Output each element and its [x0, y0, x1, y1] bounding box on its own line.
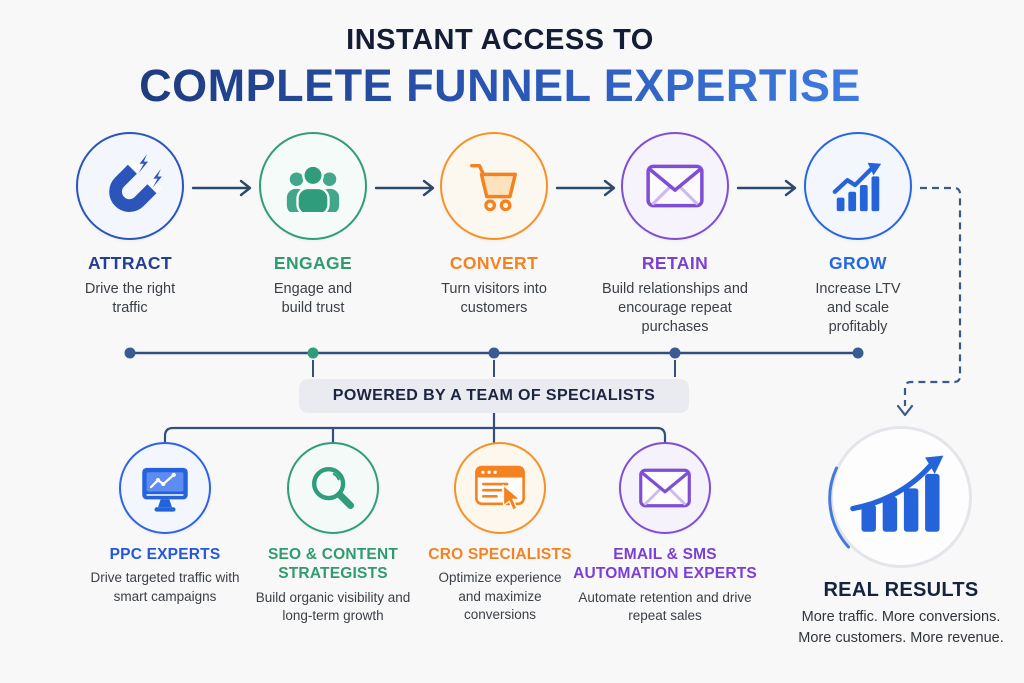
stage-description: Drive the right traffic	[84, 281, 176, 317]
specialist-ppc-experts: PPC EXPERTS Drive targeted traffic with …	[70, 442, 260, 606]
specialist-label: SEO & CONTENT STRATEGISTS	[267, 546, 399, 583]
stage-label: CONVERT	[449, 253, 539, 273]
funnel-stage-convert: CONVERT Turn visitors into customers	[404, 132, 584, 318]
retain-circle	[621, 132, 729, 240]
magnifier-icon	[312, 467, 354, 509]
engage-circle	[259, 132, 367, 240]
page-title: INSTANT ACCESS TO COMPLETE FUNNEL EXPERT…	[0, 24, 1000, 112]
funnel-stage-engage: ENGAGE Engage and build trust	[223, 132, 403, 318]
specialist-cro: CRO SPECIALISTS Optimize experience and …	[405, 442, 595, 624]
email-circle	[619, 442, 711, 534]
browser-cursor-icon	[475, 465, 525, 511]
cro-circle	[454, 442, 546, 534]
growth-chart-icon	[832, 162, 882, 212]
timeline-connector	[124, 347, 864, 377]
people-icon	[286, 164, 340, 212]
stage-label: ENGAGE	[273, 253, 353, 273]
stage-description: Increase LTV and scale profitably	[815, 281, 901, 336]
specialist-description: Build organic visibility and long-term g…	[255, 589, 411, 623]
grow-circle	[804, 132, 912, 240]
magnet-icon	[109, 154, 163, 212]
envelope-icon	[639, 468, 691, 508]
title-line-2: COMPLETE FUNNEL EXPERTISE	[0, 60, 1000, 112]
attract-circle	[76, 132, 184, 240]
stage-label: RETAIN	[641, 253, 709, 273]
title-line-1: INSTANT ACCESS TO	[346, 24, 654, 56]
powered-by-banner: POWERED BY A TEAM OF SPECIALISTS	[299, 379, 689, 413]
specialist-label: PPC EXPERTS	[109, 546, 221, 563]
specialist-seo-content: SEO & CONTENT STRATEGISTS Build organic …	[238, 442, 428, 625]
results-description-line2: More customers. More revenue.	[798, 629, 1004, 646]
results-title: REAL RESULTS	[823, 579, 979, 601]
bar-growth-icon	[850, 455, 944, 532]
stage-description: Turn visitors into customers	[441, 281, 547, 317]
stage-description: Engage and build trust	[273, 281, 353, 317]
stage-description: Build relationships and encourage repeat…	[602, 281, 748, 336]
stage-arrow-icons	[191, 179, 797, 197]
powered-by-label: POWERED BY A TEAM OF SPECIALISTS	[332, 387, 656, 404]
shopping-cart-icon	[470, 163, 518, 212]
ppc-circle	[119, 442, 211, 534]
stage-label: ATTRACT	[87, 253, 173, 273]
real-results-block: REAL RESULTS More traffic. More conversi…	[786, 426, 1016, 648]
specialist-label: CRO SPECIALISTS	[428, 546, 572, 563]
specialist-email-sms: EMAIL & SMS AUTOMATION EXPERTS Automate …	[570, 442, 760, 625]
seo-circle	[287, 442, 379, 534]
specialist-label: EMAIL & SMS AUTOMATION EXPERTS	[573, 546, 757, 583]
specialist-description: Automate retention and drive repeat sale…	[578, 589, 752, 623]
results-description-line1: More traffic. More conversions.	[801, 609, 1001, 625]
funnel-stage-attract: ATTRACT Drive the right traffic	[40, 132, 220, 318]
results-circle	[828, 426, 972, 568]
funnel-stage-grow: GROW Increase LTV and scale profitably	[768, 132, 948, 337]
convert-circle	[440, 132, 548, 240]
envelope-icon	[646, 164, 704, 208]
grow-to-results-arrow	[896, 186, 962, 417]
monitor-chart-icon	[142, 467, 188, 512]
results-ring-accent	[828, 466, 850, 549]
specialist-description: Drive targeted traffic with smart campai…	[90, 570, 240, 604]
results-description: More traffic. More conversions. More cus…	[786, 607, 1016, 648]
specialist-description: Optimize experience and maximize convers…	[438, 570, 562, 622]
funnel-stage-retain: RETAIN Build relationships and encourage…	[585, 132, 765, 337]
stage-label: GROW	[829, 253, 887, 273]
